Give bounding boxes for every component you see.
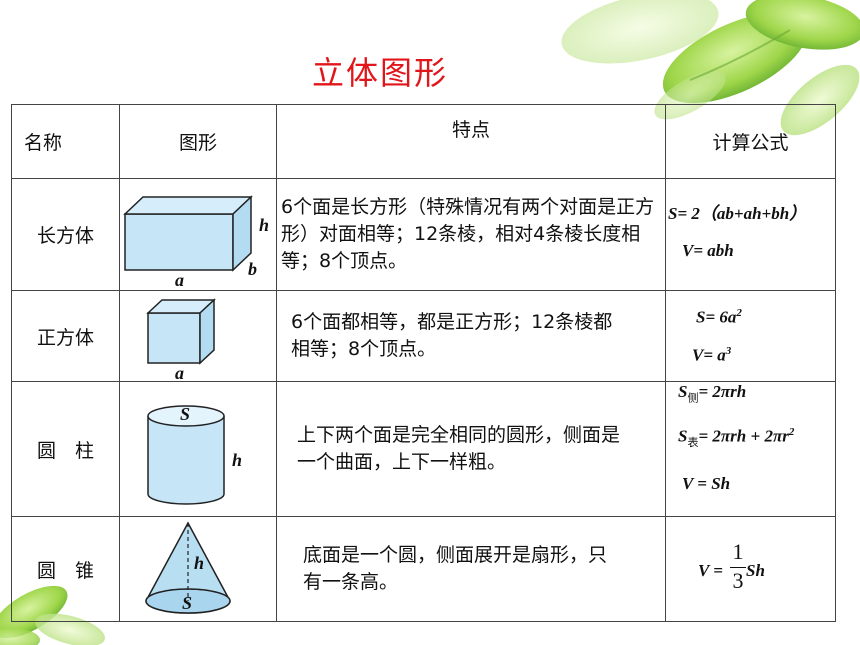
- cube-feature: 6个面都相等，都是正方形；12条棱都相等；8个顶点。: [276, 290, 666, 382]
- cone-formula: V = 1 3 Sh: [665, 516, 836, 622]
- cylinder-formula: S侧= 2πrh S表= 2πrh + 2πr2 V = Sh: [665, 381, 836, 517]
- cylinder-volume-formula: V = Sh: [682, 474, 731, 493]
- cone-label-h: h: [194, 553, 204, 573]
- cone-figure: h S: [119, 516, 277, 622]
- cone-fraction-num: 1: [732, 539, 744, 564]
- cube-icon: a: [146, 298, 216, 381]
- cube-label-a: a: [175, 363, 184, 381]
- cone-volume-lhs: V =: [698, 561, 723, 580]
- cone-label-s: S: [182, 593, 192, 613]
- cuboid-figure: h b a: [119, 178, 277, 291]
- cuboid-feature: 6个面是长方形（特殊情况有两个对面是正方形）对面相等；12条棱，相对4条棱长度相…: [276, 178, 666, 291]
- cube-figure: a: [119, 290, 277, 382]
- header-row: 名称 图形 特点 计算公式: [11, 104, 836, 179]
- table-row: 长方体 h b a 6个面是长方形（特殊情况有两个对面是正方形）对面相等；12条…: [11, 178, 836, 291]
- header-name: 名称: [11, 104, 120, 179]
- solids-table: 名称 图形 特点 计算公式 长方体 h b a 6个面是长方形（特殊情况有两个对…: [11, 104, 836, 622]
- cuboid-volume-formula: V= abh: [682, 241, 734, 260]
- cuboid-formula: S= 2（ab+ah+bh） V= abh: [665, 178, 836, 291]
- cuboid-label-b: b: [248, 259, 257, 279]
- cone-fraction-den: 3: [732, 568, 744, 593]
- table-row: 正方体 a 6个面都相等，都是正方形；12条棱都相等；8个顶点。 S= 6a2 …: [11, 290, 836, 382]
- row-name-cube: 正方体: [11, 290, 120, 382]
- cuboid-icon: h b a: [123, 195, 269, 290]
- cube-formula: S= 6a2 V= a3: [665, 290, 836, 382]
- cuboid-surface-formula: S= 2（ab+ah+bh）: [668, 204, 807, 223]
- row-name-cuboid: 长方体: [11, 178, 120, 291]
- cuboid-label-h: h: [259, 215, 269, 235]
- table-row: 圆 柱 S h 上下两个面是完全相同的圆形，侧面是一个曲面，上下一样粗。 S侧=…: [11, 381, 836, 517]
- header-feature: 特点: [276, 104, 666, 179]
- cylinder-figure: S h: [119, 381, 277, 517]
- table-row: 圆 锥 h S 底面是一个圆，侧面展开是扇形，只有一条高。 V = 1 3 Sh: [11, 516, 836, 622]
- cylinder-label-s: S: [180, 404, 190, 424]
- cone-icon: h S: [120, 521, 231, 621]
- row-name-cone: 圆 锥: [11, 516, 120, 622]
- cone-feature: 底面是一个圆，侧面展开是扇形，只有一条高。: [276, 516, 666, 622]
- header-formula: 计算公式: [665, 104, 836, 179]
- row-name-cylinder: 圆 柱: [11, 381, 120, 517]
- cube-surface-formula: S= 6a2: [696, 307, 742, 327]
- cylinder-surface-formula: S表= 2πrh + 2πr2: [678, 426, 795, 450]
- header-figure: 图形: [119, 104, 277, 179]
- cone-volume-rhs: Sh: [746, 561, 765, 580]
- cylinder-side-formula: S侧= 2πrh: [678, 382, 747, 405]
- cuboid-label-a: a: [175, 270, 184, 290]
- cube-volume-formula: V= a3: [692, 345, 732, 365]
- cylinder-feature: 上下两个面是完全相同的圆形，侧面是一个曲面，上下一样粗。: [276, 381, 666, 517]
- page-title: 立体图形: [311, 54, 448, 92]
- cylinder-label-h: h: [232, 450, 242, 470]
- cylinder-icon: S h: [147, 404, 242, 505]
- fraction-bar: [730, 567, 746, 568]
